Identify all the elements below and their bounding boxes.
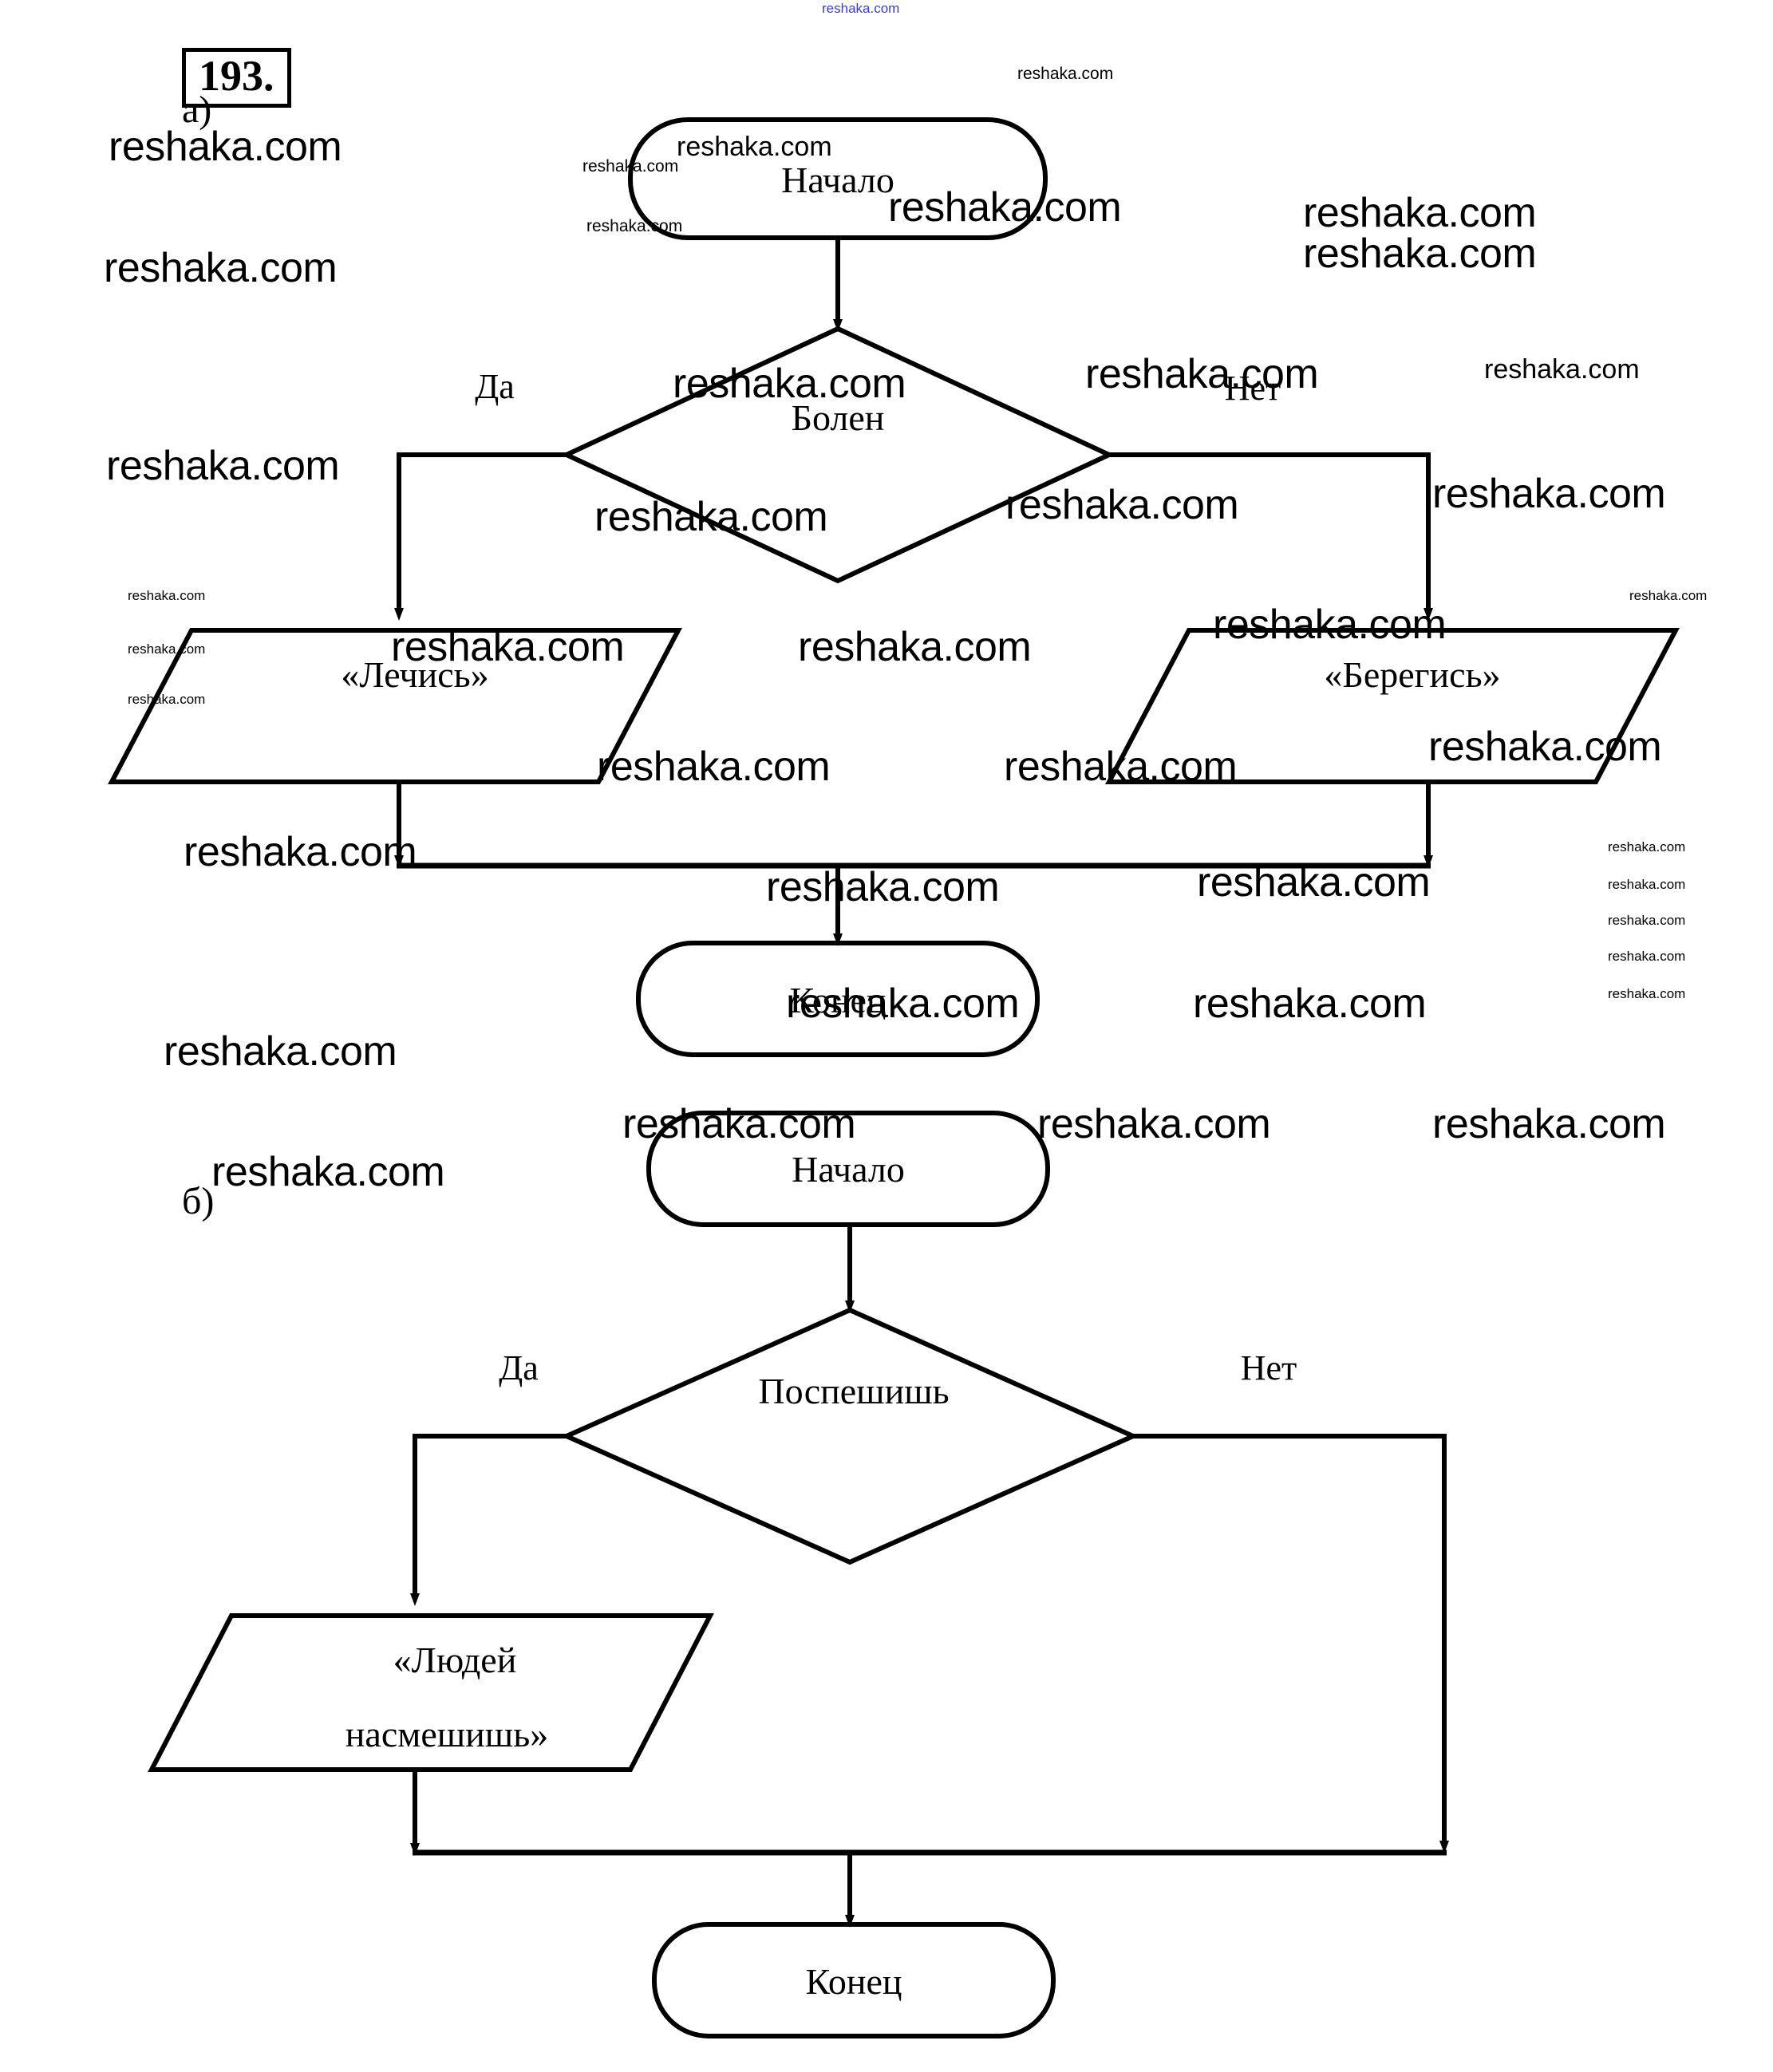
- b-start-label: Начало: [792, 1149, 905, 1190]
- watermark: reshaka.com: [1005, 482, 1239, 528]
- watermark: reshaka.com: [586, 217, 683, 235]
- watermark: reshaka.com: [104, 245, 338, 291]
- watermark: reshaka.com: [677, 132, 832, 162]
- a-output-no-label: «Берегись»: [1324, 654, 1501, 695]
- watermark: reshaka.com: [128, 692, 206, 707]
- watermark: reshaka.com: [1197, 859, 1431, 906]
- b-yes-path: [410, 1434, 567, 1606]
- b-decision-shape: [560, 1307, 1139, 1565]
- watermark: reshaka.com: [622, 1101, 856, 1147]
- watermark: reshaka.com: [888, 184, 1122, 231]
- watermark: reshaka.com: [1608, 913, 1686, 928]
- watermark: reshaka.com: [1608, 949, 1686, 964]
- watermark: reshaka.com: [594, 494, 828, 540]
- watermark: reshaka.com: [673, 361, 906, 407]
- watermark: reshaka.com: [184, 829, 417, 875]
- part-letter-b: б): [182, 1180, 215, 1222]
- watermark: reshaka.com: [391, 624, 625, 670]
- watermark: reshaka.com: [1432, 471, 1666, 517]
- watermark: reshaka.com: [822, 1, 900, 16]
- part-letter-a: а): [182, 89, 212, 131]
- watermark: reshaka.com: [128, 641, 206, 657]
- a-no-path: [1109, 452, 1433, 621]
- a-start-label: Начало: [781, 160, 894, 200]
- watermark: reshaka.com: [766, 864, 1000, 910]
- watermark: reshaka.com: [1432, 1101, 1666, 1147]
- watermark: reshaka.com: [597, 744, 831, 790]
- watermark: reshaka.com: [106, 443, 340, 489]
- b-output-yes-label-line1: «Людей: [393, 1640, 517, 1680]
- watermark: reshaka.com: [1037, 1101, 1271, 1147]
- a-yes-path: [394, 452, 567, 621]
- watermark: reshaka.com: [1303, 231, 1537, 277]
- watermark: reshaka.com: [1484, 354, 1640, 385]
- a-no-branch-label: Нет: [1224, 369, 1281, 408]
- b-output-yes-label-line2: насмешишь»: [345, 1714, 549, 1754]
- b-yes-branch-label: Да: [499, 1348, 539, 1387]
- watermark: reshaka.com: [1608, 839, 1686, 854]
- watermark: reshaka.com: [1193, 981, 1427, 1027]
- watermark: reshaka.com: [1213, 602, 1447, 648]
- watermark: reshaka.com: [128, 588, 206, 603]
- b-end-label: Конец: [805, 1961, 902, 2002]
- watermark: reshaka.com: [1608, 877, 1686, 892]
- watermark: reshaka.com: [1629, 588, 1708, 603]
- b-decision-label: Поспешишь: [758, 1371, 950, 1411]
- a-output-yes-label: «Лечись»: [341, 654, 489, 695]
- watermark: reshaka.com: [1004, 744, 1238, 790]
- watermark: reshaka.com: [582, 157, 679, 176]
- watermark: reshaka.com: [1017, 65, 1114, 83]
- b-no-path: [1133, 1434, 1449, 1853]
- a-end-label: Конец: [789, 980, 886, 1020]
- watermark: reshaka.com: [211, 1149, 445, 1195]
- watermark: reshaka.com: [1303, 190, 1537, 236]
- a-yes-branch-label: Да: [475, 367, 515, 406]
- watermark: reshaka.com: [164, 1028, 397, 1075]
- b-no-branch-label: Нет: [1240, 1348, 1297, 1387]
- task-number-badge: 193.: [182, 48, 291, 108]
- watermark: reshaka.com: [1608, 986, 1686, 1001]
- watermark: reshaka.com: [786, 981, 1020, 1027]
- a-decision-label: Болен: [791, 397, 885, 438]
- watermark: reshaka.com: [109, 124, 342, 170]
- watermark: reshaka.com: [1428, 724, 1662, 770]
- watermark: reshaka.com: [1085, 351, 1319, 397]
- watermark: reshaka.com: [798, 624, 1032, 670]
